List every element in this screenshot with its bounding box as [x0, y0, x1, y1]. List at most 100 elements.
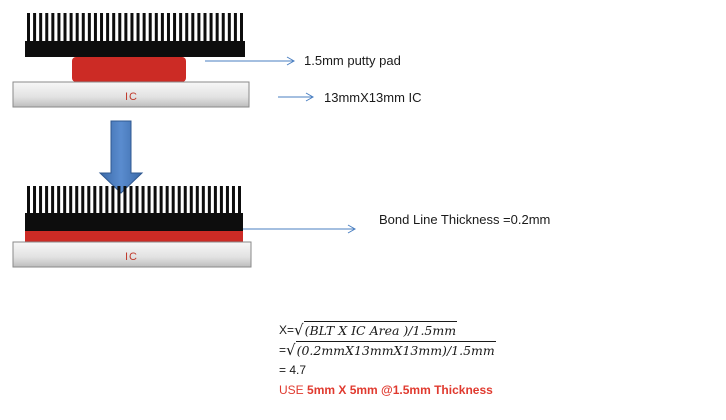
heatsink-fin — [225, 186, 229, 214]
ic-bottom — [12, 241, 252, 268]
heatsink-fin — [129, 186, 133, 214]
heatsink-fin — [93, 13, 97, 42]
heatsink-fin — [191, 13, 195, 42]
heatsink-fin — [183, 186, 187, 214]
heatsink-fin — [87, 186, 91, 214]
arrowhead-ic-size — [305, 92, 315, 102]
heatsink-fin — [51, 13, 55, 42]
heatsink-fin — [111, 186, 115, 214]
heatsink-bottom-base — [25, 213, 243, 231]
heatsink-fin — [153, 186, 157, 214]
bond-line-label: Bond Line Thickness =0.2mm — [379, 212, 551, 227]
heatsink-fin — [123, 186, 127, 214]
heatsink-fin — [100, 13, 104, 42]
heatsink-fin — [75, 186, 79, 214]
heatsink-fin — [154, 13, 158, 42]
heatsink-bottom-fins — [27, 186, 241, 214]
ic-top — [12, 81, 250, 108]
heatsink-fin — [63, 13, 67, 42]
heatsink-fin — [45, 186, 49, 214]
heatsink-fin — [209, 13, 213, 42]
ic-size-label: 13mmX13mm IC — [324, 90, 422, 105]
heatsink-fin — [136, 13, 140, 42]
heatsink-fin — [141, 186, 145, 214]
arrowhead-putty-pad — [286, 56, 296, 66]
formula-line-1-prefix: X= — [279, 323, 295, 337]
putty-pad-label: 1.5mm putty pad — [304, 53, 401, 68]
heatsink-fin — [117, 186, 121, 214]
sqrt-1: √ (BLT X IC Area )/1.5mm — [294, 320, 458, 340]
heatsink-fin — [57, 13, 61, 42]
use-recommendation: 5mm X 5mm @1.5mm Thickness — [307, 383, 493, 397]
heatsink-fin — [197, 13, 201, 42]
heatsink-fin — [124, 13, 128, 42]
heatsink-fin — [238, 186, 241, 214]
heatsink-fin — [33, 186, 37, 214]
heatsink-fin — [160, 13, 164, 42]
use-prefix: USE — [279, 383, 308, 397]
heatsink-fin — [159, 186, 163, 214]
heatsink-fin — [203, 13, 207, 42]
heatsink-fin — [63, 186, 67, 214]
putty-pad-top — [72, 57, 186, 82]
formula-line-4: USE 5mm X 5mm @1.5mm Thickness — [279, 380, 496, 400]
heatsink-fin — [81, 186, 85, 214]
sqrt-2: √ (0.2mmX13mmX13mm)/1.5mm — [286, 340, 496, 360]
heatsink-fin — [201, 186, 205, 214]
heatsink-fin — [27, 13, 30, 42]
heatsink-top-fins — [27, 13, 243, 42]
heatsink-fin — [173, 13, 177, 42]
heatsink-fin — [105, 186, 109, 214]
heatsink-fin — [69, 13, 73, 42]
arrowhead-bond-line — [347, 224, 357, 234]
heatsink-fin — [93, 186, 97, 214]
heatsink-fin — [165, 186, 169, 214]
heatsink-fin — [39, 13, 43, 42]
heatsink-fin — [87, 13, 91, 42]
heatsink-fin — [195, 186, 199, 214]
formula-line-2: = √ (0.2mmX13mmX13mm)/1.5mm — [279, 340, 496, 360]
heatsink-fin — [179, 13, 183, 42]
heatsink-fin — [142, 13, 146, 42]
heatsink-fin — [233, 13, 237, 42]
heatsink-fin — [148, 13, 152, 42]
formula-result: = 4.7 — [279, 363, 307, 377]
heatsink-fin — [240, 13, 243, 42]
ic-top-label: IC — [125, 91, 138, 103]
heatsink-fin — [227, 13, 231, 42]
heatsink-fin — [57, 186, 61, 214]
heatsink-top-base — [25, 41, 245, 57]
heatsink-fin — [39, 186, 43, 214]
heatsink-fin — [135, 186, 139, 214]
heatsink-fin — [27, 186, 30, 214]
formula-line-2-radicand: (0.2mmX13mmX13mm)/1.5mm — [295, 340, 496, 358]
heatsink-fin — [189, 186, 193, 214]
heatsink-fin — [207, 186, 211, 214]
heatsink-fin — [147, 186, 151, 214]
heatsink-fin — [106, 13, 110, 42]
heatsink-fin — [118, 13, 122, 42]
ic-bottom-label: IC — [125, 251, 138, 263]
heatsink-fin — [177, 186, 181, 214]
heatsink-fin — [130, 13, 134, 42]
heatsink-fin — [221, 13, 225, 42]
formula-line-1: X= √ (BLT X IC Area )/1.5mm — [279, 320, 496, 340]
formula-line-1-radicand: (BLT X IC Area )/1.5mm — [303, 320, 458, 338]
heatsink-fin — [33, 13, 37, 42]
heatsink-fin — [166, 13, 170, 42]
radical-sign: √ — [286, 340, 296, 359]
putty-pad-bottom — [25, 231, 243, 242]
heatsink-fin — [231, 186, 235, 214]
heatsink-fin — [81, 13, 85, 42]
heatsink-fin — [112, 13, 116, 42]
formula-line-3: = 4.7 — [279, 360, 496, 380]
heatsink-fin — [215, 13, 219, 42]
formula-line-2-prefix: = — [279, 343, 287, 357]
heatsink-fin — [219, 186, 223, 214]
formula-block: X= √ (BLT X IC Area )/1.5mm = √ (0.2mmX1… — [279, 320, 496, 400]
heatsink-fin — [171, 186, 175, 214]
heatsink-fin — [213, 186, 217, 214]
heatsink-fin — [99, 186, 103, 214]
down-arrow — [98, 120, 144, 194]
